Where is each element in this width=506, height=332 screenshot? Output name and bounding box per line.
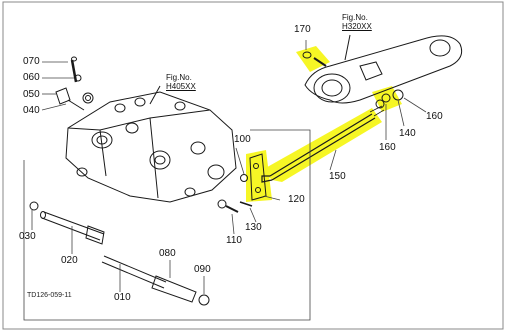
bracket-120-hole-bottom [255,187,261,193]
highlight-marks [246,46,402,202]
lift-arm-hub [313,73,351,103]
valve-bolt-5 [184,187,196,197]
bolt-110-shank [225,205,239,213]
part-label-140[interactable]: 140 [399,128,416,139]
valve-body-outline [65,91,237,203]
valve-port-5 [207,164,225,180]
valve-port-3 [149,150,171,170]
valve-body [65,85,237,203]
part-label-110[interactable]: 110 [226,235,242,246]
valve-bolt-3 [174,101,186,111]
bracket-120-plate [249,153,267,201]
washer-160a [381,93,391,103]
rod-150-thread [369,105,385,117]
valve-port-4 [190,141,206,155]
part-label-150[interactable]: 150 [329,171,346,182]
part-label-020[interactable]: 020 [61,255,78,266]
part-label-170[interactable]: 170 [294,24,311,35]
lift-arm-eye [429,39,451,57]
spool-020-land [85,225,105,245]
pin-170 [313,57,327,67]
valve-body-edges [99,117,159,199]
part-label-160b[interactable]: 160 [379,142,396,153]
leader-040 [67,99,85,111]
lift-arm-slot [359,61,383,81]
ring-170 [302,51,312,59]
washer-040 [82,92,94,104]
figure-ref-h405-label: Fig.No. [166,73,192,82]
valve-bolt-1 [114,103,126,113]
figure-ref-h320-number: H320XX [342,22,372,31]
leader-fig-h320 [344,34,351,61]
lift-arm-bore [321,79,343,97]
part-label-080[interactable]: 080 [159,248,176,259]
ring-100 [240,174,248,182]
valve-bolt-2 [134,97,146,107]
rod-010-group [101,255,210,306]
part-label-060[interactable]: 060 [23,72,40,83]
rod-150-edge [271,117,376,181]
bracket-120 [217,153,267,213]
leader-lines [23,40,427,321]
valve-body-top-edge [67,109,211,131]
rod-010-bottom [101,261,165,289]
lift-arm-body [304,35,463,104]
pin-130 [239,201,253,207]
bolt-110-head [217,199,227,209]
rod-150 [261,105,385,183]
leader-fig-h405 [149,85,161,105]
upper-left-parts [55,56,94,111]
rod-010-top [103,255,167,283]
pin-070-head [71,56,77,62]
sleeve-080 [151,275,197,303]
spool-020-bottom [41,217,101,241]
part-label-160a[interactable]: 160 [426,111,443,122]
ring-060 [74,74,82,82]
valve-bolt-4 [76,167,88,177]
valve-port-1-inner [96,135,108,145]
valve-port-3-inner [154,155,166,165]
lift-arm-assembly [302,34,463,109]
ring-090 [198,294,210,306]
figure-ref-h405-number: H405XX [166,82,196,91]
washer-160b [375,99,385,109]
washer-040-hole [85,95,91,101]
bracket-120-hole-top [253,163,259,169]
valve-port-2 [125,122,139,134]
spool-020 [29,201,105,245]
rod-150-bend [261,175,273,183]
part-label-030[interactable]: 030 [19,231,36,242]
part-label-120[interactable]: 120 [288,194,305,205]
spool-020-end [40,211,46,219]
part-label-040[interactable]: 040 [23,105,40,116]
drawing-code: TD126-059-11 [27,292,72,299]
valve-port-1 [91,131,113,149]
highlight-170 [296,46,330,72]
part-label-070[interactable]: 070 [23,56,40,67]
part-label-010[interactable]: 010 [114,292,131,303]
rod-150-main [269,113,373,177]
plug-050 [55,87,71,105]
part-label-100[interactable]: 100 [234,134,251,145]
figure-ref-h320: Fig.No. H320XX [342,13,372,31]
spool-020-top [43,211,105,235]
ring-030 [29,201,39,211]
figure-ref-h320-label: Fig.No. [342,13,368,22]
part-label-130[interactable]: 130 [245,222,262,233]
figure-ref-h405: Fig.No. H405XX [166,73,196,91]
part-label-050[interactable]: 050 [23,89,40,100]
part-label-090[interactable]: 090 [194,264,211,275]
